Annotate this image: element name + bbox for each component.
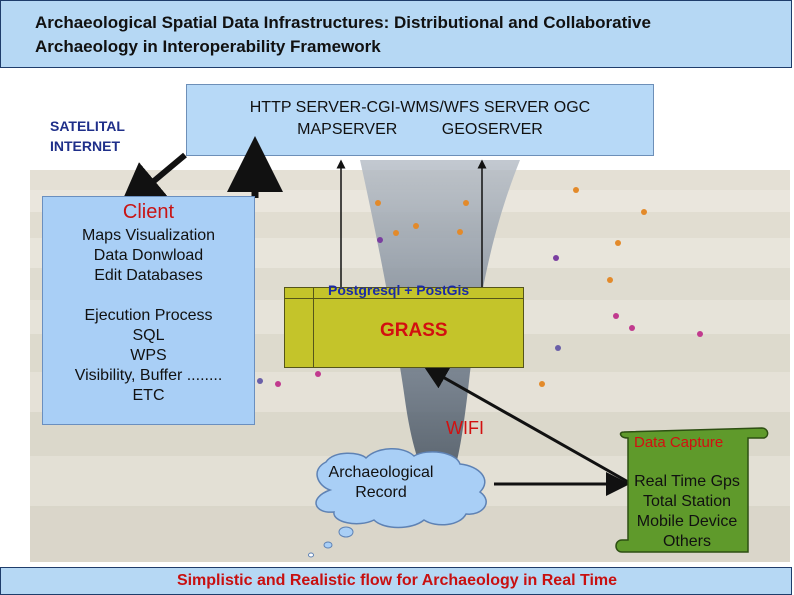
- record-line-1: Archaeological: [328, 464, 434, 481]
- capture-line: Real Time Gps: [634, 473, 740, 490]
- postgresql-label: Postgresql + PostGis: [328, 282, 470, 298]
- capture-line: Others: [662, 533, 711, 550]
- record-text: Archaeological Record: [314, 463, 448, 503]
- server-line-1: HTTP SERVER-CGI-WMS/WFS SERVER OGC: [249, 99, 591, 116]
- client-line: Ejecution Process: [84, 307, 213, 324]
- client-line: WPS: [130, 347, 167, 364]
- capture-line: Mobile Device: [636, 513, 738, 530]
- record-cloud-icon: [308, 448, 487, 558]
- arrow-capture-to-db: [423, 366, 631, 485]
- database-top-line: [284, 298, 524, 299]
- satelital-label: SATELITAL: [50, 118, 125, 134]
- client-line: Visibility, Buffer ........: [74, 367, 223, 384]
- title-line-1: Archaeological Spatial Data Infrastructu…: [35, 13, 651, 32]
- client-line: Maps Visualization: [81, 227, 216, 244]
- database-box: [284, 287, 524, 368]
- arrow-server-to-client: [117, 152, 187, 212]
- data-capture-scroll-icon: [615, 427, 769, 553]
- data-capture-list: Real Time Gps Total Station Mobile Devic…: [622, 472, 752, 552]
- client-line: Data Donwload: [93, 247, 204, 264]
- client-line: Edit Databases: [94, 267, 203, 284]
- data-capture-title: Data Capture: [634, 434, 724, 451]
- wifi-label: WIFI: [446, 418, 484, 438]
- footer-banner: [0, 567, 792, 595]
- title-line-2: Archaeology in Interoperability Framewor…: [35, 37, 381, 56]
- client-box: Client Maps Visualization Data Donwload …: [42, 196, 255, 425]
- capture-line: Total Station: [642, 493, 732, 510]
- grass-label: GRASS: [380, 320, 448, 341]
- title-banner: Archaeological Spatial Data Infrastructu…: [0, 0, 792, 68]
- internet-label: INTERNET: [50, 138, 120, 154]
- footer-text: Simplistic and Realistic flow for Archae…: [176, 572, 618, 589]
- server-line-2: MAPSERVER GEOSERVER: [297, 121, 543, 138]
- record-line-2: Record: [355, 484, 407, 501]
- client-line: ETC: [132, 387, 165, 404]
- client-line: SQL: [132, 327, 165, 344]
- client-title: Client: [122, 201, 175, 223]
- database-side-strip: [284, 287, 314, 368]
